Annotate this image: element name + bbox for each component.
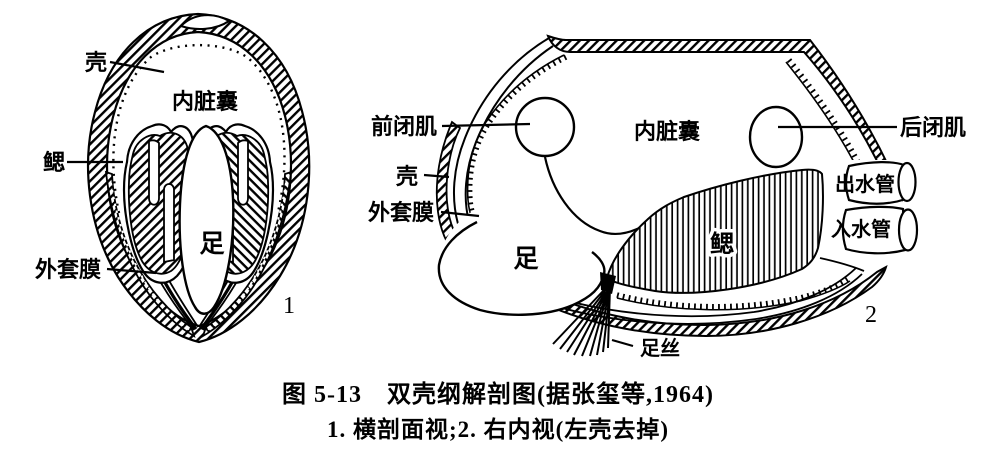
- label-visceral-mass-2: 内脏囊: [634, 119, 700, 144]
- exhalant-siphon-tube: [844, 161, 908, 205]
- slope-mantle-line: [785, 61, 859, 171]
- label-inhalant-siphon: 入水管: [831, 217, 891, 241]
- mantle-dotted-line: [112, 43, 286, 214]
- ligament-notch: [179, 14, 231, 30]
- label-shell: 壳: [84, 50, 107, 75]
- view-number-2: 2: [865, 302, 877, 328]
- label-mantle-2: 外套膜: [368, 200, 434, 225]
- label-posterior-adductor: 后闭肌: [900, 115, 966, 140]
- inhalant-siphon-opening: [897, 208, 919, 252]
- byssus-root: [600, 272, 616, 294]
- shell2-leader: [423, 173, 450, 179]
- label-foot-2: 足: [513, 245, 538, 273]
- label-foot: 足: [199, 230, 224, 258]
- label-anterior-adductor: 前闭肌: [371, 114, 437, 139]
- lateral-view-diagram: 前闭肌 壳 外套膜 内脏囊 后闭肌 出水管 入水管 鳃 足 足丝 2: [368, 34, 966, 360]
- anterior-adductor-leader: [441, 122, 531, 128]
- label-gill: 鳃: [43, 150, 65, 175]
- figure-caption-subtitle: 1. 横剖面视;2. 右内视(左壳去掉): [327, 417, 669, 442]
- mantle-leader-line: [106, 267, 157, 275]
- label-mantle: 外套膜: [35, 257, 101, 282]
- exhalant-siphon-opening: [897, 161, 917, 203]
- byssus-leader: [611, 338, 634, 348]
- gill-striped-area: [605, 168, 824, 294]
- foot-shape: [178, 124, 235, 315]
- figure-caption-title: 图 5-13 双壳纲解剖图(据张玺等,1964): [282, 382, 714, 408]
- bottom-mantle-line: [616, 280, 851, 311]
- shell-leader-line: [109, 60, 165, 74]
- label-visceral-mass: 内脏囊: [172, 89, 238, 114]
- label-byssus: 足丝: [640, 336, 680, 360]
- label-gill-2: 鳃: [710, 230, 734, 258]
- label-shell-2: 壳: [395, 164, 418, 189]
- view-number-1: 1: [283, 293, 295, 319]
- posterior-adductor-circle: [748, 105, 804, 169]
- anterior-adductor-circle: [514, 96, 576, 158]
- bottom-mantle-ticks: [616, 276, 850, 310]
- byssus-threads: [552, 287, 611, 357]
- cross-section-diagram: 壳 鳃 外套膜 内脏囊 足 1: [35, 12, 311, 344]
- mantle2-leader: [440, 210, 480, 218]
- label-exhalant-siphon: 出水管: [835, 172, 895, 196]
- front-mantle-ticks: [466, 54, 568, 232]
- inhalant-siphon-tube: [841, 205, 907, 255]
